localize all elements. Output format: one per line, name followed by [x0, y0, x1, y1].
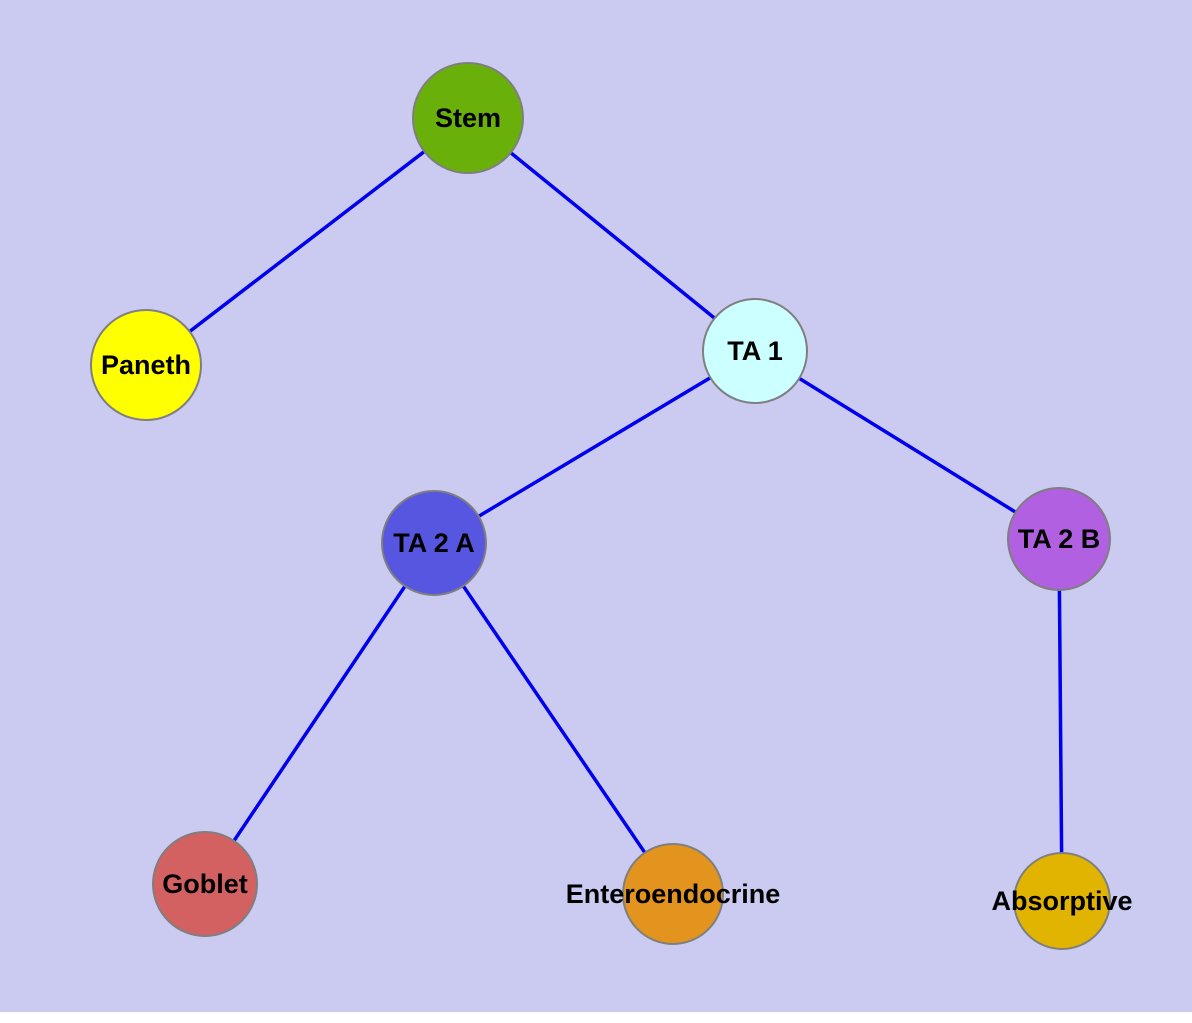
node-paneth[interactable] — [90, 309, 202, 421]
node-goblet[interactable] — [152, 831, 258, 937]
edge-stem-ta1 — [466, 116, 757, 353]
edge-ta1-ta2b — [754, 349, 1060, 541]
edge-ta1-ta2a — [433, 349, 756, 545]
edge-stem-paneth — [144, 116, 470, 367]
node-absorptive[interactable] — [1013, 852, 1111, 950]
node-stem[interactable] — [412, 62, 524, 174]
node-enteroendocrine[interactable] — [622, 843, 724, 945]
node-ta1[interactable] — [702, 298, 808, 404]
edge-ta2b-absorptive — [1057, 538, 1064, 902]
node-ta2a[interactable] — [381, 490, 487, 596]
edge-ta2a-goblet — [203, 542, 436, 885]
edge-ta2a-enteroendocrine — [432, 542, 675, 895]
node-ta2b[interactable] — [1007, 487, 1111, 591]
